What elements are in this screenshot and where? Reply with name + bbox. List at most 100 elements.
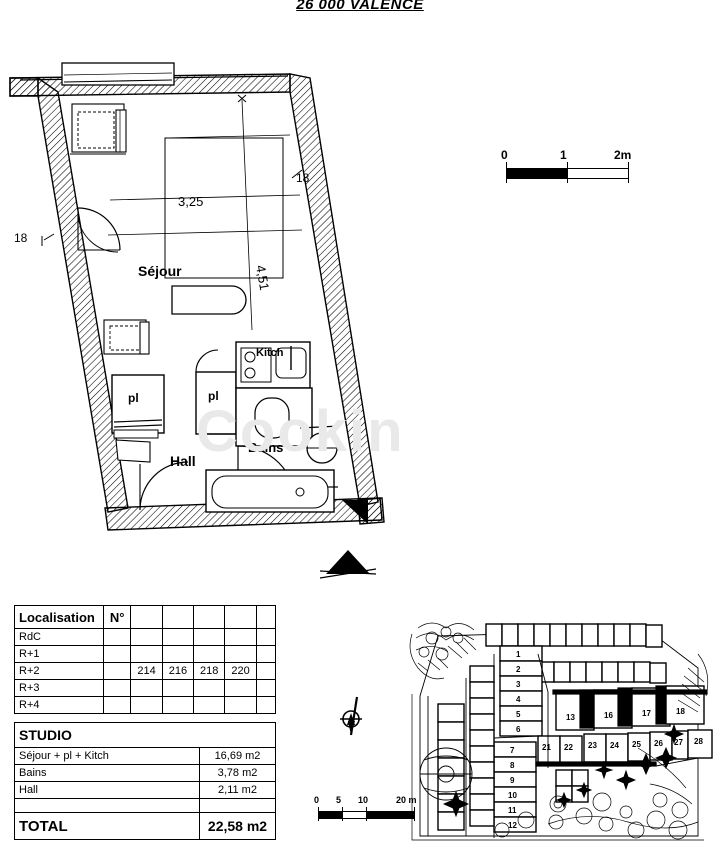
room-label-kitchen: Kitch: [256, 347, 284, 359]
svg-text:25: 25: [632, 740, 641, 749]
plan-scale-label-1: 1: [560, 148, 567, 162]
svg-text:11: 11: [508, 806, 517, 815]
studio-area-table: STUDIO Séjour + pl + Kitch 16,69 m2 Bain…: [14, 722, 276, 840]
site-scale-segment-3: [366, 812, 414, 818]
r2-cell-0: [102, 662, 132, 680]
plan-scale-segment-2: [567, 169, 628, 178]
dimension-vertical-text: 4,51: [253, 264, 272, 292]
svg-text:6: 6: [516, 725, 521, 734]
floor-plan: 3,25 4,51 18 18 Séjour Hall Bains Kitch …: [0, 30, 500, 590]
svg-text:28: 28: [694, 737, 703, 746]
svg-text:4: 4: [516, 695, 521, 704]
closet-label-left: pl: [128, 391, 139, 405]
studio-title: STUDIO: [14, 722, 276, 748]
table-row: R+1: [14, 645, 277, 663]
site-scale-segment-2: [342, 812, 366, 818]
rdc-cell-1: [130, 628, 163, 646]
svg-text:17: 17: [642, 709, 651, 718]
svg-text:5: 5: [516, 710, 521, 719]
site-scale-segment-1: [318, 812, 342, 818]
dimension-horizontal-text: 3,25: [178, 194, 203, 209]
plan-scale-segment-1: [506, 169, 567, 178]
table-spacer-row: [14, 798, 276, 813]
room-label-sejour: Séjour: [138, 263, 182, 279]
row-label-r1: R+1: [14, 645, 104, 663]
area-room-bains: Bains: [14, 764, 200, 782]
table-row: Hall 2,11 m2: [14, 781, 276, 799]
site-block-column-lower: 7 8 9 10 11 12: [493, 741, 537, 833]
svg-text:3: 3: [516, 680, 521, 689]
plan-scale-tick-2: [628, 162, 629, 183]
r4-cell-2: [161, 696, 195, 714]
page-title: 26 000 VALENCE: [296, 0, 424, 13]
plan-scale-bar: 0 1 2m: [498, 148, 648, 190]
rdc-cell-3: [193, 628, 226, 646]
plan-scale-tick-1: [567, 162, 568, 183]
r2-cell-3: 218: [193, 662, 226, 680]
table-row: Bains 3,78 m2: [14, 764, 276, 782]
svg-text:7: 7: [510, 746, 515, 755]
closet-label-right: pl: [208, 389, 219, 403]
row-label-r3: R+3: [14, 679, 104, 697]
rdc-cell-4: [224, 628, 257, 646]
rdc-cell-0: [102, 628, 132, 646]
total-value: 22,58 m2: [199, 812, 276, 840]
table-row: RdC: [14, 628, 277, 646]
wall-thickness-left-text: 18: [14, 231, 28, 245]
r3-cell-2: [161, 679, 195, 697]
r2-cell-2: 216: [161, 662, 195, 680]
r4-cell-1: [130, 696, 163, 714]
entrance-triangle-marker: [318, 548, 378, 580]
table-row: Séjour + pl + Kitch 16,69 m2: [14, 747, 276, 765]
spacer-cell-right: [199, 798, 276, 813]
svg-text:1: 1: [516, 650, 521, 659]
site-scale-tick-2: [366, 807, 367, 821]
area-value-hall: 2,11 m2: [199, 781, 276, 799]
r3-cell-1: [130, 679, 163, 697]
table-row: R+2 214 216 218 220: [14, 662, 277, 680]
table-header-row: Localisation N°: [14, 605, 277, 629]
site-scale-label-10: 10: [358, 795, 369, 805]
header-col-3: [161, 605, 195, 629]
area-value-bains: 3,78 m2: [199, 764, 276, 782]
r1-cell-2: [161, 645, 195, 663]
room-label-bains: Bains: [248, 440, 283, 455]
site-scale-bar: 0 5 10 20 m: [312, 795, 432, 830]
svg-text:27: 27: [674, 738, 683, 747]
r3-cell-0: [102, 679, 132, 697]
r1-cell-5: [255, 645, 277, 663]
svg-text:16: 16: [604, 711, 613, 720]
r3-cell-4: [224, 679, 257, 697]
site-scale-tick-0: [318, 807, 319, 821]
svg-text:22: 22: [564, 743, 573, 752]
svg-text:24: 24: [610, 741, 619, 750]
r1-cell-1: [130, 645, 163, 663]
site-scale-tick-1: [342, 807, 343, 821]
row-label-rdc: RdC: [14, 628, 104, 646]
header-col-5: [224, 605, 257, 629]
header-col-6: [255, 605, 277, 629]
localisation-table-container: Localisation N° RdC R+1: [14, 605, 277, 714]
r2-cell-4: 220: [224, 662, 257, 680]
area-room-sejour: Séjour + pl + Kitch: [14, 747, 200, 765]
site-plan: .blk { fill:#fff; stroke:#000; stroke-wi…: [398, 608, 720, 850]
header-number: N°: [102, 605, 132, 629]
header-col-4: [193, 605, 226, 629]
r3-cell-5: [255, 679, 277, 697]
r2-cell-5: [255, 662, 277, 680]
site-block-column-upper: 1 2 3 4 5 6: [499, 645, 543, 737]
rdc-cell-2: [161, 628, 195, 646]
svg-text:9: 9: [510, 776, 515, 785]
plan-scale-label-2: 2m: [614, 148, 632, 162]
r1-cell-3: [193, 645, 226, 663]
row-label-r4: R+4: [14, 696, 104, 714]
site-block-dark-row: 13 16 17 18: [552, 685, 708, 731]
total-label: TOTAL: [14, 812, 200, 840]
rdc-cell-5: [255, 628, 277, 646]
site-scale-tick-3: [414, 807, 415, 821]
r4-cell-4: [224, 696, 257, 714]
localisation-table: Localisation N° RdC R+1: [14, 605, 277, 714]
north-arrow-icon: [335, 693, 375, 748]
svg-text:18: 18: [676, 707, 685, 716]
row-label-r2: R+2: [14, 662, 104, 680]
